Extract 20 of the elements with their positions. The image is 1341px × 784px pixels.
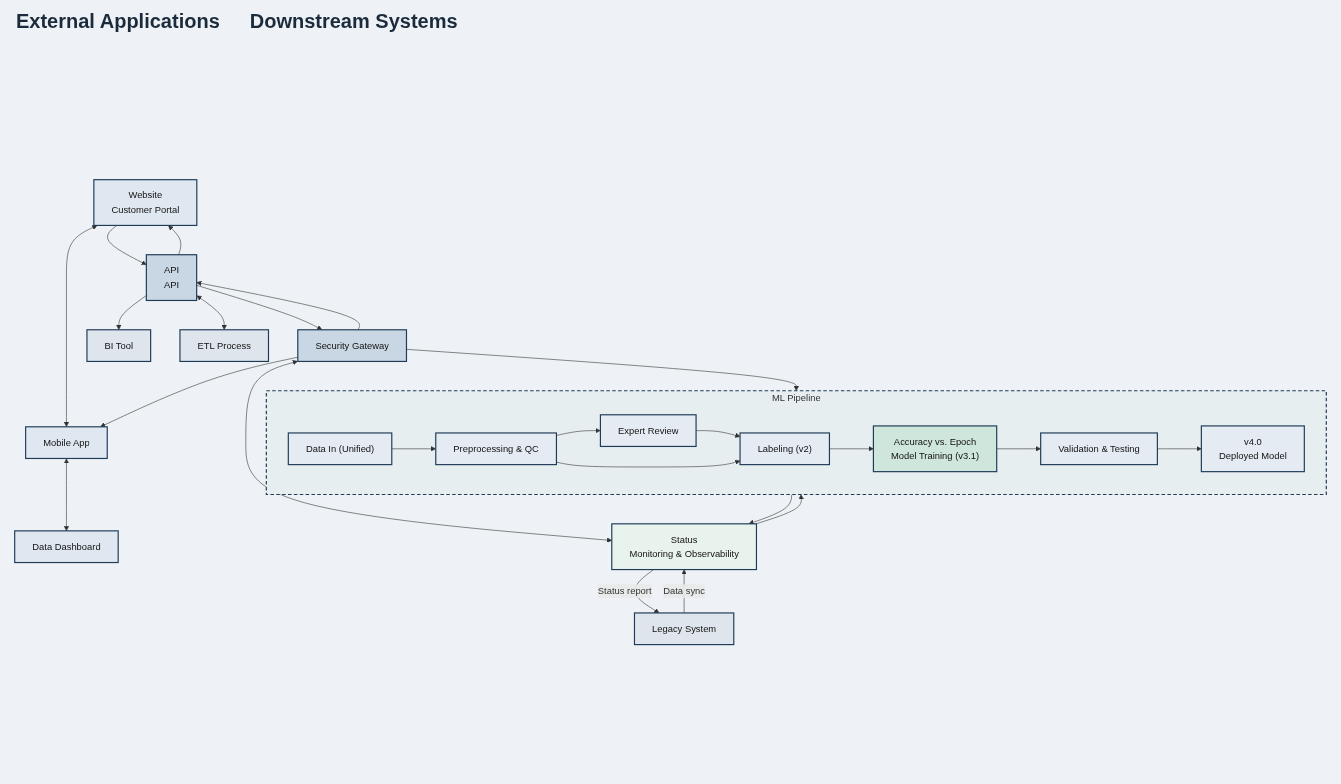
node-box: Security Gateway — [297, 329, 408, 362]
node-box: Status Monitoring & Observability — [611, 523, 758, 570]
node-box: Website Customer Portal — [93, 178, 198, 226]
node-box: Labeling (v2) — [739, 432, 831, 466]
edge-label: Status report — [597, 585, 652, 596]
node-box: API API — [145, 254, 198, 301]
node-box: Validation & Testing — [1040, 432, 1158, 466]
node-box: Accuracy vs. Epoch Model Training (v3.1) — [872, 425, 998, 473]
section-heading: External Applications — [16, 10, 220, 33]
node-box: Data Dashboard — [14, 530, 119, 563]
node-box: Data In (Unified) — [287, 432, 393, 466]
node-box: ETL Process — [179, 329, 270, 362]
node-box: Expert Review — [599, 414, 697, 447]
node-box: Preprocessing & QC — [435, 432, 558, 466]
edge-label: Data sync — [663, 585, 705, 596]
section-heading: Downstream Systems — [249, 10, 458, 33]
node-box: Mobile App — [25, 426, 108, 459]
node-box: v4.0 Deployed Model — [1200, 425, 1305, 473]
node-box: Legacy System — [633, 612, 735, 646]
node-box: BI Tool — [86, 329, 152, 362]
